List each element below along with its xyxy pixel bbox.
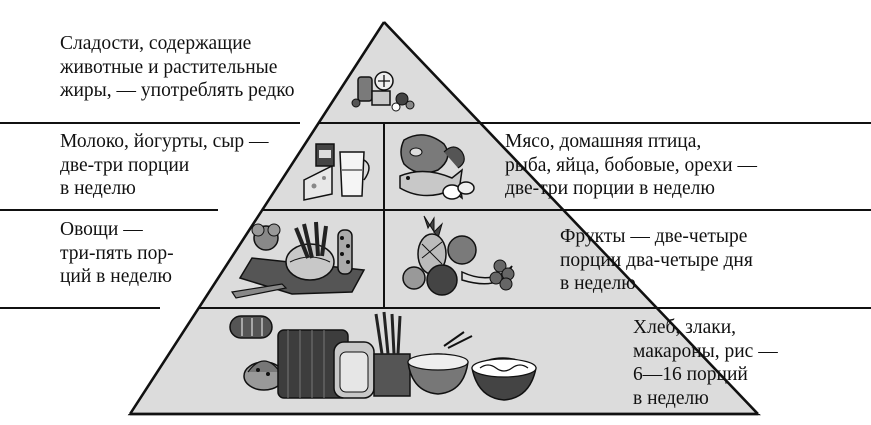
bread-grains-label: Хлеб, злаки, макароны, рис — 6—16 порций…: [633, 317, 778, 409]
sweets-icon: [351, 71, 415, 112]
meat-label: Мясо, домашняя птица, рыба, яйца, бобовы…: [505, 131, 757, 199]
vegetables-label: Овощи — три-пять пор- ций в неделю: [60, 219, 174, 287]
fruits-icon: [402, 215, 515, 296]
fruits-label: Фрукты — две-четыре порции два-четыре дн…: [560, 226, 753, 294]
bread-grains-icon: [229, 311, 537, 401]
dairy-icon: [303, 143, 370, 201]
sweets-label: Сладости, содержащие животные и растител…: [60, 33, 295, 101]
meat-icon: [399, 134, 475, 200]
vegetables-icon: [230, 221, 366, 299]
dairy-label: Молоко, йогурты, сыр — две-три порции в …: [60, 131, 269, 199]
